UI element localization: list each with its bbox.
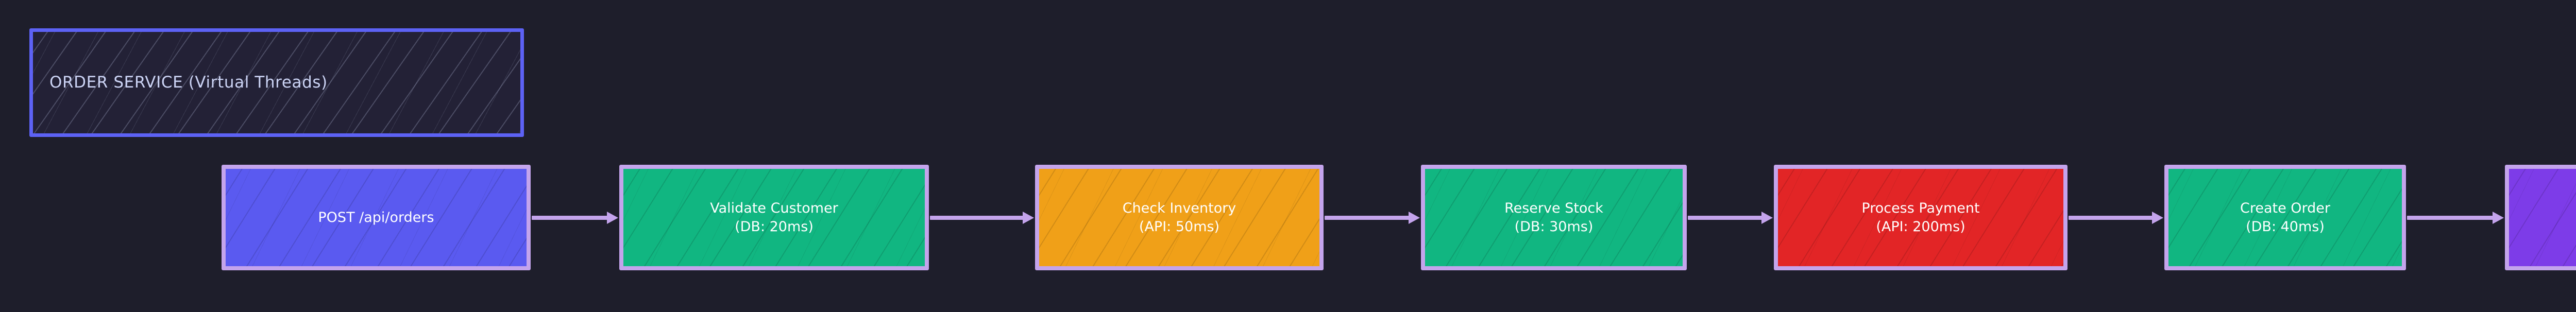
arrow-shaft xyxy=(1325,216,1410,220)
arrow-payment-to-create[interactable] xyxy=(2069,212,2163,224)
node-label-primary: Process Payment xyxy=(1861,200,1980,217)
arrow-head-icon xyxy=(607,212,618,224)
order-service-container[interactable]: ORDER SERVICE (Virtual Threads) xyxy=(29,28,524,137)
node-label-latency: (DB: 20ms) xyxy=(735,218,814,235)
pipeline-node-validate-customer[interactable]: Validate Customer(DB: 20ms) xyxy=(619,165,929,270)
node-label-latency: (DB: 40ms) xyxy=(2246,218,2325,235)
node-label-primary: Validate Customer xyxy=(710,200,838,217)
arrow-head-icon xyxy=(1409,212,1420,224)
node-label-primary: Check Inventory xyxy=(1122,200,1236,217)
node-label-primary: Reserve Stock xyxy=(1504,200,1603,217)
pipeline-node-reserve-stock[interactable]: Reserve Stock(DB: 30ms) xyxy=(1421,165,1687,270)
arrow-reserve-to-payment[interactable] xyxy=(1688,212,1773,224)
node-label-primary: Create Order xyxy=(2240,200,2331,217)
arrow-head-icon xyxy=(1023,212,1034,224)
arrow-check-to-reserve[interactable] xyxy=(1325,212,1420,224)
arrow-head-icon xyxy=(2493,212,2504,224)
node-label-primary: POST /api/orders xyxy=(318,209,434,226)
arrow-post-to-validate[interactable] xyxy=(532,212,618,224)
arrow-shaft xyxy=(532,216,608,220)
arrow-shaft xyxy=(930,216,1024,220)
pipeline-node-send-email[interactable]: Send Email(API: 100ms) xyxy=(2505,165,2576,270)
node-label-latency: (API: 50ms) xyxy=(1139,218,1220,235)
arrow-head-icon xyxy=(2152,212,2163,224)
arrow-validate-to-check[interactable] xyxy=(930,212,1034,224)
pipeline-node-create-order[interactable]: Create Order(DB: 40ms) xyxy=(2164,165,2406,270)
pipeline-node-post-api-orders[interactable]: POST /api/orders xyxy=(222,165,531,270)
order-service-container-label: ORDER SERVICE (Virtual Threads) xyxy=(49,73,328,92)
arrow-shaft xyxy=(2069,216,2153,220)
arrow-shaft xyxy=(1688,216,1762,220)
arrow-head-icon xyxy=(1761,212,1773,224)
node-label-latency: (API: 200ms) xyxy=(1876,218,1965,235)
arrow-shaft xyxy=(2407,216,2494,220)
node-label-latency: (DB: 30ms) xyxy=(1514,218,1594,235)
pipeline-node-check-inventory[interactable]: Check Inventory(API: 50ms) xyxy=(1035,165,1324,270)
arrow-create-to-email[interactable] xyxy=(2407,212,2504,224)
pipeline-node-process-payment[interactable]: Process Payment(API: 200ms) xyxy=(1774,165,2067,270)
